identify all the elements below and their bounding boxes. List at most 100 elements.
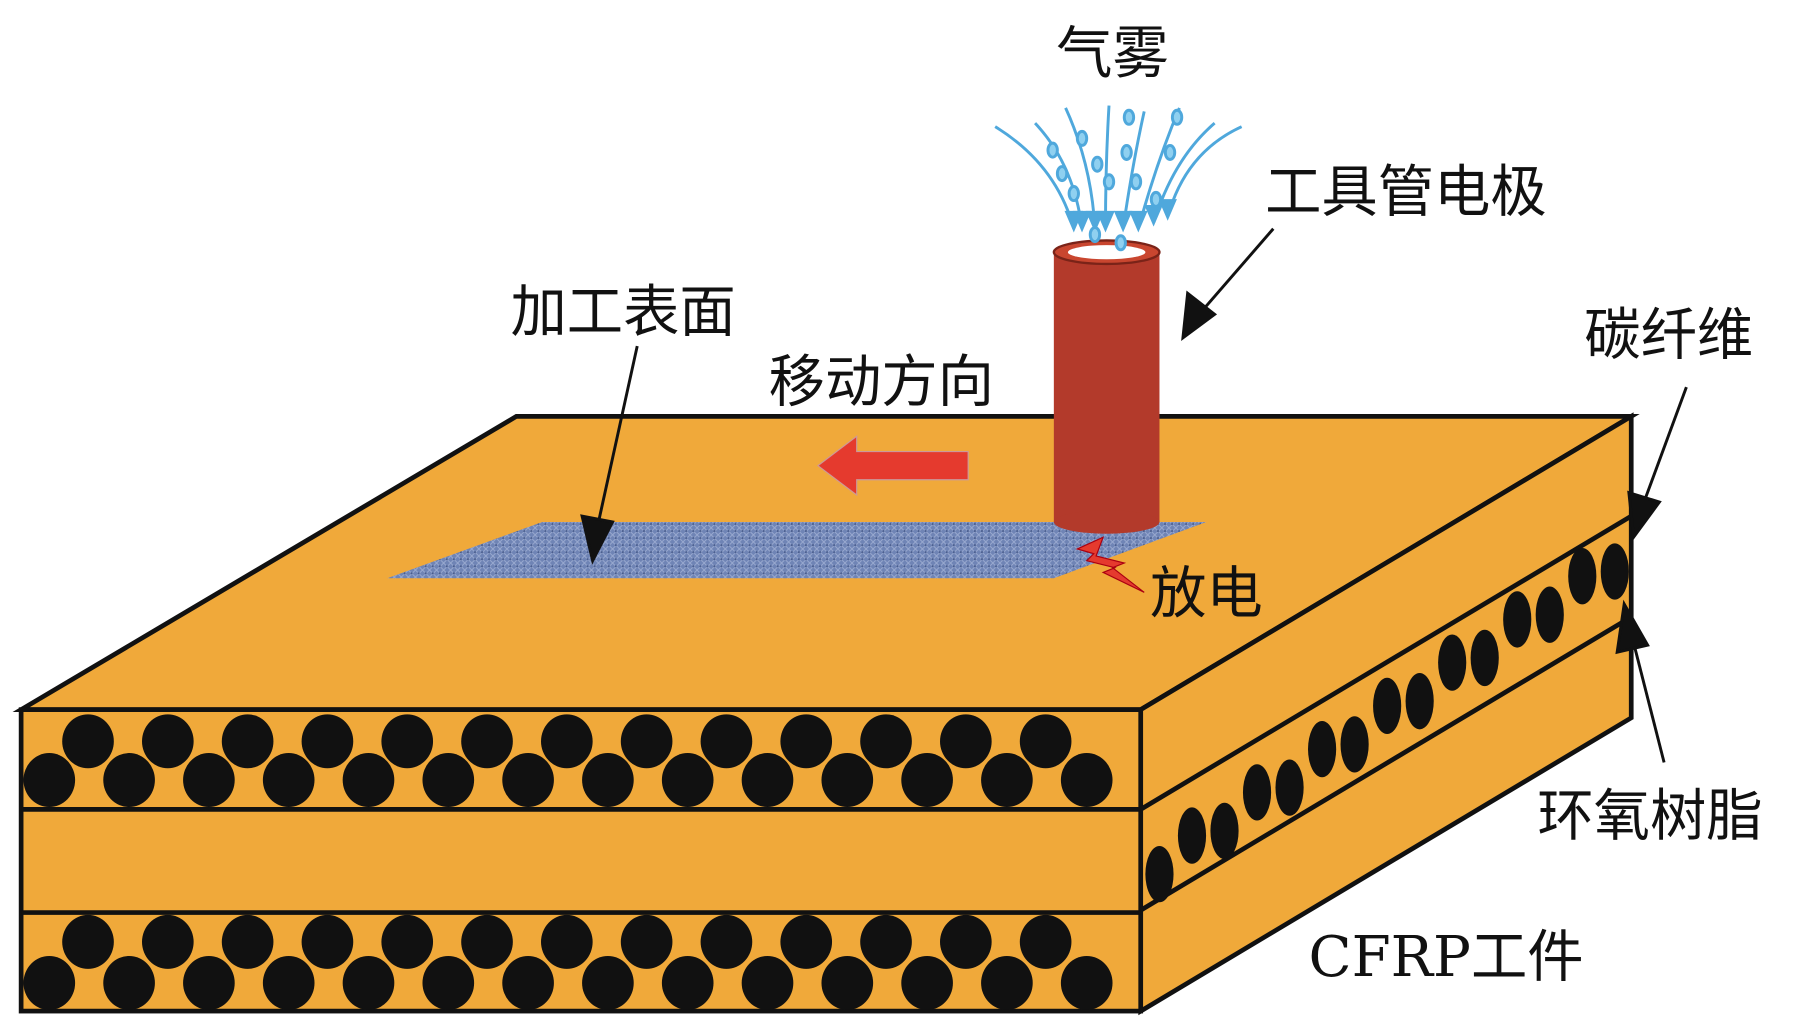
fiber-cross-section — [981, 753, 1033, 808]
fiber-cross-section — [901, 955, 953, 1010]
label-carbon-fiber: 碳纤维 — [1584, 303, 1753, 368]
fiber-cross-section — [103, 753, 155, 808]
fiber-cross-section — [860, 914, 912, 969]
fiber-cross-section — [780, 714, 833, 769]
fiber-cross-section — [23, 955, 76, 1010]
leader-resin — [1632, 642, 1666, 763]
leader-surface — [597, 345, 639, 523]
layer-line — [1139, 514, 1633, 812]
fiber-cross-section — [1405, 673, 1434, 730]
mist-droplet — [1120, 143, 1133, 161]
mist-droplet — [1122, 108, 1136, 126]
fiber-cross-section — [1373, 677, 1402, 735]
fiber-cross-section — [700, 714, 753, 769]
fiber-cross-section — [1060, 955, 1113, 1010]
fiber-cross-section — [1019, 714, 1072, 769]
label-cfrp-workpiece: CFRP工件 — [1309, 925, 1584, 990]
fiber-cross-section — [582, 753, 634, 808]
fiber-cross-section — [461, 914, 513, 969]
fiber-cross-section — [1275, 759, 1304, 816]
fiber-cross-section — [1145, 845, 1174, 903]
fiber-cross-section — [342, 753, 395, 808]
arrowhead-icon — [1158, 199, 1177, 221]
discharge-spark-icon — [1075, 536, 1145, 593]
mist-droplet — [1102, 173, 1116, 191]
fiber-cross-section — [1470, 629, 1499, 687]
arrowhead-icon — [1072, 210, 1092, 233]
fiber-cross-section — [901, 753, 953, 808]
fiber-cross-section — [262, 955, 315, 1010]
fiber-cross-section — [700, 914, 753, 969]
arrowhead-icon — [1627, 490, 1662, 542]
mist-droplet — [1046, 141, 1059, 159]
mist-droplet — [1075, 129, 1089, 147]
label-machined-surface: 加工表面 — [510, 280, 735, 345]
fiber-cross-section — [860, 714, 912, 769]
fiber-cross-section — [541, 714, 593, 769]
fiber-cross-section — [741, 753, 794, 808]
arrowhead-icon — [1144, 204, 1163, 227]
fiber-cross-section — [62, 714, 114, 769]
arrowhead-icon — [1113, 210, 1133, 233]
fiber-cross-section — [1242, 764, 1272, 821]
mist-droplet — [1055, 165, 1069, 183]
fiber-cross-section — [620, 714, 673, 769]
fiber-cross-section — [1060, 753, 1113, 808]
fiber-cross-section — [23, 753, 76, 808]
fiber-cross-section — [262, 753, 315, 808]
label-tube-electrode: 工具管电极 — [1265, 160, 1547, 225]
fiber-cross-section — [940, 714, 992, 769]
label-epoxy-resin: 环氧树脂 — [1537, 784, 1762, 849]
carbon-fibers — [23, 543, 1629, 1010]
arrowhead-icon — [580, 514, 615, 565]
cfrp-workpiece-block — [12, 412, 1640, 1016]
fiber-cross-section — [1600, 543, 1629, 600]
fiber-cross-section — [1177, 807, 1207, 864]
mist-droplet — [1170, 108, 1184, 126]
fiber-cross-section — [183, 753, 235, 808]
mist-droplet — [1129, 173, 1143, 191]
fiber-cross-section — [301, 914, 354, 969]
leader-fiber — [1643, 386, 1688, 500]
fiber-cross-section — [541, 914, 593, 969]
fiber-cross-section — [981, 955, 1033, 1010]
fiber-cross-section — [221, 914, 274, 969]
fiber-cross-section — [183, 955, 235, 1010]
mist-stream — [1104, 105, 1111, 229]
fiber-cross-section — [422, 955, 475, 1010]
mist-droplet — [1163, 143, 1177, 161]
fiber-cross-section — [141, 714, 194, 769]
fiber-cross-section — [221, 714, 274, 769]
label-discharge: 放电 — [1150, 561, 1263, 626]
fiber-cross-section — [1438, 634, 1467, 691]
fiber-cross-section — [502, 753, 554, 808]
arrowhead-icon — [1096, 210, 1115, 233]
fiber-cross-section — [1019, 914, 1072, 969]
fiber-cross-section — [821, 753, 874, 808]
fiber-cross-section — [381, 914, 434, 969]
fiber-cross-section — [940, 914, 992, 969]
fiber-cross-section — [422, 753, 475, 808]
fiber-cross-section — [381, 714, 434, 769]
tube-electrode — [1052, 239, 1161, 534]
fiber-cross-section — [103, 955, 155, 1010]
mist-stream — [1166, 125, 1243, 218]
arrowhead-icon — [1615, 599, 1650, 655]
mist-droplet — [1067, 185, 1080, 203]
mist-droplet — [1088, 226, 1102, 244]
fiber-cross-section — [502, 955, 554, 1010]
fiber-cross-section — [661, 955, 714, 1010]
fiber-cross-section — [1308, 720, 1337, 778]
arrowhead-icon — [1181, 290, 1218, 341]
fiber-cross-section — [1503, 591, 1532, 648]
fiber-cross-section — [1568, 548, 1597, 605]
fiber-cross-section — [1340, 716, 1369, 773]
arrowhead-icon — [1129, 210, 1148, 233]
arrowhead-icon — [1085, 210, 1105, 233]
fiber-cross-section — [62, 914, 114, 969]
fiber-cross-section — [1210, 802, 1239, 860]
fiber-cross-section — [461, 714, 513, 769]
move-direction-arrow — [816, 435, 969, 497]
mist-spray — [994, 105, 1243, 252]
